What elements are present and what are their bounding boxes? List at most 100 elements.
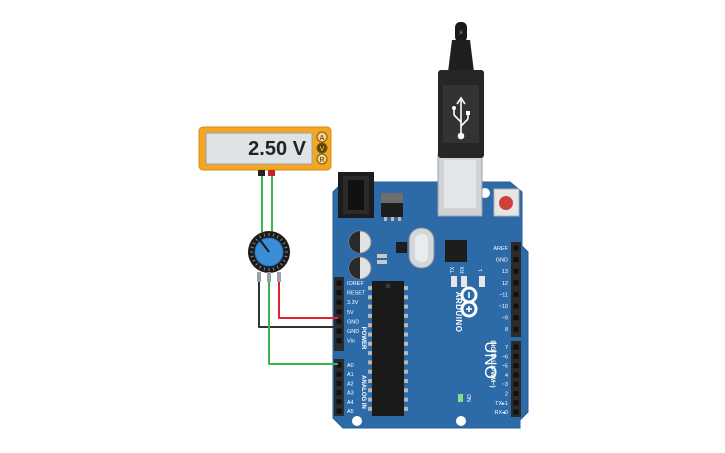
header-pin[interactable] (336, 371, 342, 377)
pin-label: TX▸1 (495, 401, 508, 407)
pin-label: A0 (347, 363, 354, 369)
header-pin[interactable] (513, 280, 519, 286)
header-pin[interactable] (513, 291, 519, 297)
header-pin[interactable] (336, 299, 342, 305)
smd-resistor (377, 254, 387, 258)
chip-leg (368, 323, 372, 328)
power-on-led (458, 394, 463, 402)
pin-label: GND (496, 258, 508, 264)
header-pin[interactable] (336, 309, 342, 315)
capacitor (348, 230, 372, 254)
chip-leg (368, 313, 372, 318)
chip-leg (404, 379, 408, 383)
header-pin[interactable] (336, 362, 342, 368)
voltage-regulator (381, 193, 403, 221)
mode-r-button[interactable] (316, 153, 328, 165)
mode-selector[interactable]: A V R (316, 131, 328, 165)
pot-tick (284, 246, 288, 249)
header-pin[interactable] (336, 290, 342, 296)
header-pin[interactable] (513, 257, 519, 263)
header-pin[interactable] (513, 303, 519, 309)
header-pin[interactable] (513, 372, 519, 378)
pot-tick (282, 259, 286, 262)
multimeter-display (205, 132, 313, 165)
rx-led-label: RX (460, 266, 466, 274)
potentiometer[interactable] (248, 231, 290, 282)
chip-leg (404, 369, 408, 374)
chip-leg (368, 286, 372, 290)
atmega-microcontroller (368, 281, 408, 416)
usb-cable[interactable]: ⚡ (438, 22, 484, 158)
header-pin[interactable] (336, 318, 342, 324)
pin-label: RX◂0 (495, 410, 508, 416)
pot-tick (276, 265, 279, 269)
header-pin[interactable] (336, 380, 342, 386)
pin-label: A2 (347, 381, 354, 387)
header-pin[interactable] (513, 245, 519, 251)
wire-black-gnd[interactable] (258, 282, 338, 328)
header-pin[interactable] (336, 408, 342, 414)
chip-leg (404, 323, 408, 328)
mode-a-label: A (320, 135, 325, 142)
wire-green-a0[interactable] (268, 282, 338, 365)
chip-leg (404, 304, 408, 309)
pin-label: ~9 (502, 316, 508, 322)
mode-v-button[interactable] (316, 142, 328, 154)
pin-label: A4 (347, 400, 354, 406)
header-pin[interactable] (513, 268, 519, 274)
header-pin[interactable] (513, 391, 519, 396)
header-pin[interactable] (336, 399, 342, 405)
header-pin[interactable] (336, 280, 342, 286)
header-pin[interactable] (513, 409, 519, 415)
header-pin[interactable] (513, 326, 519, 332)
arduino-uno-board[interactable]: TX RX L ARDUINO UNO (332, 153, 529, 429)
header-pin[interactable] (513, 400, 519, 406)
chip-leg (368, 332, 372, 337)
analog-header-title: ANALOG IN (360, 375, 366, 409)
header-pin[interactable] (336, 328, 342, 334)
pot-tick (250, 246, 254, 249)
header-pin[interactable] (513, 381, 519, 387)
status-leds: TX RX L (450, 266, 485, 287)
wire-red-5v[interactable] (278, 282, 338, 319)
mode-v-label: V (320, 146, 325, 153)
chip-leg (404, 313, 408, 318)
arduino-logo (460, 286, 478, 318)
pin-label: A1 (347, 372, 354, 378)
black-probe-jack[interactable] (258, 170, 265, 176)
pin-label: 7 (505, 345, 508, 351)
multimeter[interactable]: 2.50 V A V R (198, 126, 332, 176)
reset-button[interactable] (493, 188, 520, 217)
pin-label: AREF (493, 246, 508, 252)
chip-leg (368, 341, 372, 346)
usb-b-port[interactable] (437, 153, 483, 217)
pin-label: A3 (347, 391, 354, 397)
pot-tick (263, 233, 266, 237)
pin-label: ~3 (502, 382, 508, 388)
mode-a-button[interactable] (316, 131, 328, 143)
header-pin[interactable] (513, 363, 519, 369)
chip-leg (404, 360, 408, 365)
pot-pin (277, 272, 281, 282)
pot-tick (252, 242, 256, 245)
red-probe-jack[interactable] (268, 170, 275, 176)
header-pin[interactable] (513, 353, 519, 359)
header-pin[interactable] (336, 338, 342, 344)
chip-leg (368, 360, 372, 365)
header-pin[interactable] (513, 344, 519, 350)
pin-label: ~5 (502, 364, 508, 370)
header-pin[interactable] (336, 390, 342, 396)
multimeter-reading: 2.50 V (248, 138, 306, 160)
chip-leg (368, 397, 372, 402)
chip-leg (404, 397, 408, 402)
usb-interface-chip (445, 240, 467, 262)
on-label: ON (465, 394, 471, 402)
pot-tick (255, 262, 259, 266)
header-pin[interactable] (513, 315, 519, 321)
chip-leg (404, 295, 408, 300)
